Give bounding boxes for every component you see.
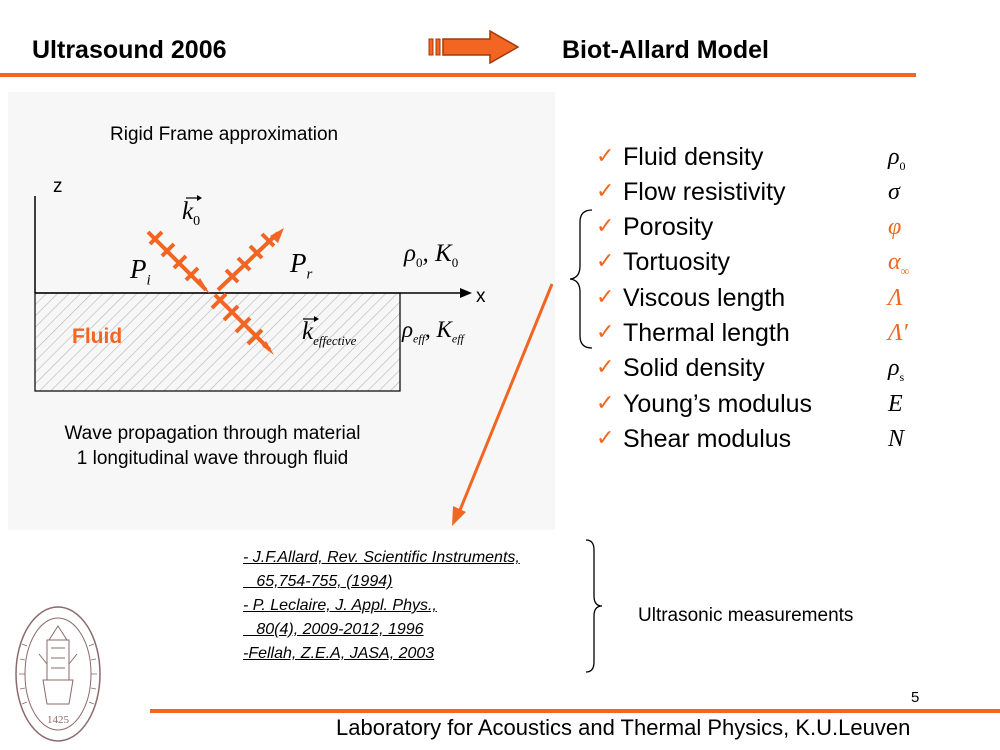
x-axis-label: x — [476, 286, 486, 307]
reflected-wave — [216, 231, 280, 292]
transmitted-wave — [210, 292, 272, 352]
page-number: 5 — [911, 689, 920, 706]
parameter-label: Solid density — [623, 354, 765, 382]
parameter-label: Porosity — [623, 213, 714, 241]
parameter-label: Fluid density — [623, 143, 764, 171]
lower-medium-properties: ρeff, Keff — [402, 317, 464, 346]
keff-symbol: keffective — [302, 318, 357, 348]
z-axis-label: z — [53, 176, 63, 197]
incident-wave — [146, 230, 208, 292]
pi-symbol: Pi — [130, 254, 151, 289]
check-icon: ✓ — [596, 249, 615, 274]
parameter-group-brace — [569, 209, 593, 349]
wave-diagram — [34, 195, 554, 526]
parameter-symbol: σ — [888, 179, 900, 205]
check-icon: ✓ — [596, 320, 615, 345]
reference-line-4[interactable]: 80(4), 2009-2012, 1996 — [243, 621, 424, 638]
parameter-row: ✓ Young’s modulus E — [596, 387, 936, 421]
seal-year: 1425 — [47, 714, 70, 726]
parameter-row: ✓ Fluid density ρ0 — [596, 140, 936, 174]
university-seal-icon: 1425 — [15, 606, 101, 742]
parameter-row: ✓ Solid density ρs — [596, 351, 936, 385]
check-icon: ✓ — [596, 426, 615, 451]
parameter-row: ✓ Shear modulus N — [596, 422, 936, 456]
reference-line-3[interactable]: - P. Leclaire, J. Appl. Phys., — [243, 597, 437, 614]
footer-divider — [150, 709, 1000, 713]
parameter-symbol: Λ — [888, 285, 903, 311]
reference-line-2[interactable]: 65,754-755, (1994) — [243, 573, 393, 590]
incident-wave-arrowhead — [196, 278, 210, 294]
check-icon: ✓ — [596, 355, 615, 380]
pr-symbol: Pr — [290, 248, 313, 283]
check-icon: ✓ — [596, 285, 615, 310]
check-icon: ✓ — [596, 391, 615, 416]
parameter-row: ✓ Porosity φ — [596, 210, 936, 244]
transmitted-wave-arrowhead — [262, 341, 274, 355]
parameter-label: Tortuosity — [623, 248, 730, 276]
reflected-wave-arrowhead — [270, 228, 284, 243]
reference-line-5[interactable]: -Fellah, Z.E.A, JASA, 2003 — [243, 645, 435, 662]
footer-text: Laboratory for Acoustics and Thermal Phy… — [336, 715, 911, 740]
pointer-arrowhead — [452, 506, 466, 526]
check-icon: ✓ — [596, 144, 615, 169]
parameter-label: Shear modulus — [623, 425, 792, 453]
parameter-row: ✓ Tortuosity α∞ — [596, 245, 936, 279]
diagram-note: Wave propagation through material 1 long… — [10, 421, 415, 471]
pointer-arrow — [456, 283, 554, 516]
check-icon: ✓ — [596, 179, 615, 204]
parameter-symbol: N — [888, 426, 905, 452]
header-right-title: Biot-Allard Model — [562, 36, 769, 64]
header-divider — [0, 73, 916, 77]
parameter-label: Flow resistivity — [623, 178, 786, 206]
parameter-symbol: Λ′ — [888, 320, 908, 346]
references-note: Ultrasonic measurements — [638, 605, 854, 626]
k0-symbol: k0 — [182, 198, 201, 229]
parameter-label: Thermal length — [623, 319, 790, 347]
parameter-row: ✓ Thermal length Λ′ — [596, 316, 936, 350]
x-axis-arrowhead — [460, 288, 472, 298]
parameter-symbol: E — [888, 391, 903, 417]
parameter-symbol: ρ0 — [888, 144, 906, 173]
check-icon: ✓ — [596, 214, 615, 239]
upper-medium-properties: ρ0, K0 — [404, 240, 459, 270]
fluid-label: Fluid — [72, 325, 123, 348]
diagram-note-line-2: 1 longitudinal wave through fluid — [76, 448, 349, 469]
parameter-label: Viscous length — [623, 284, 786, 312]
parameter-symbol: α∞ — [888, 249, 910, 278]
header-left-title: Ultrasound 2006 — [32, 36, 227, 64]
parameter-label: Young’s modulus — [623, 390, 813, 418]
parameter-symbol: ρs — [888, 355, 905, 384]
diagram-note-line-1: Wave propagation through material — [64, 423, 361, 444]
fluid-region — [34, 292, 401, 392]
reference-line-1[interactable]: - J.F.Allard, Rev. Scientific Instrument… — [243, 549, 520, 566]
diagram-caption: Rigid Frame approximation — [110, 124, 339, 145]
parameter-row: ✓ Viscous length Λ — [596, 281, 936, 315]
parameter-symbol: φ — [888, 214, 902, 240]
parameter-row: ✓ Flow resistivity σ — [596, 175, 936, 209]
right-arrow-icon — [428, 30, 520, 64]
references-brace — [585, 539, 603, 673]
